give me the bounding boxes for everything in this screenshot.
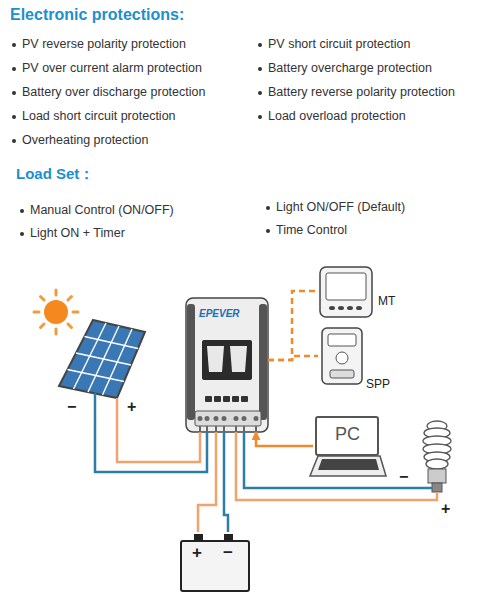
bullet-text: PV short circuit protection [268,37,410,51]
solar-panel-icon [59,320,145,420]
power-wire [256,432,313,446]
bullet-text: Time Control [276,223,347,237]
solar-panel: −+ [55,318,145,420]
remote-meter: MT [318,265,400,319]
bullet-dot [258,43,262,47]
power-wire [117,420,200,462]
power-wire [236,432,395,500]
device-label: SPP [366,378,390,392]
device-label: MT [378,295,395,309]
section-heading: Load Set： [16,165,94,182]
bullet-dot [12,115,16,119]
bullet-text: Battery over discharge protection [22,85,205,99]
bullet-dot [12,67,16,71]
bullet-text: Battery overcharge protection [268,61,432,75]
terminal-sign: + [127,398,136,416]
terminal-sign: − [67,398,76,416]
laptop: PC [313,415,387,478]
laptop-icon [310,417,386,476]
charge-controller-icon [186,298,268,432]
battery-icon [181,534,249,591]
power-supply-icon [322,328,362,384]
bullet-text: PV reverse polarity protection [22,37,186,51]
bullet-dot [12,139,16,143]
terminal-sign: − [399,468,408,486]
bullet-dot [258,91,262,95]
power-supply: SPP [318,326,394,396]
bullet-dot [20,232,24,236]
bullet-text: Manual Control (ON/OFF) [30,203,174,217]
bullet-text: PV over current alarm protection [22,61,202,75]
device-label: EPEVER [199,308,240,320]
bullet-text: Light ON/OFF (Default) [276,200,405,214]
signal-cable [268,291,318,360]
bullet-text: Light ON + Timer [30,226,125,240]
battery: +− [180,532,250,592]
section-heading: Electronic protections: [10,6,184,24]
power-wire [95,420,207,472]
terminal-sign: + [441,500,450,518]
bullet-dot [266,206,270,210]
bullet-text: Load short circuit protection [22,109,176,123]
terminal-sign: + [192,543,202,563]
bullet-dot [258,115,262,119]
bullet-text: Battery reverse polarity protection [268,85,455,99]
remote-meter-icon [320,267,372,317]
power-wire [224,432,228,532]
lamp-icon [395,421,451,500]
power-wire [198,432,216,532]
bullet-dot [12,91,16,95]
terminal-sign: − [223,543,233,563]
bullet-dot [258,67,262,71]
signal-cable [268,356,318,360]
bullet-text: Overheating protection [22,133,148,147]
bullet-dot [266,229,270,233]
bullet-dot [20,209,24,213]
sun-icon [34,290,78,334]
charge-controller: EPEVER [186,298,268,432]
device-label: PC [335,424,360,445]
bullet-text: Load overload protection [268,109,406,123]
bullet-dot [12,43,16,47]
lamp: −+ [395,418,461,521]
power-wire [244,432,395,488]
